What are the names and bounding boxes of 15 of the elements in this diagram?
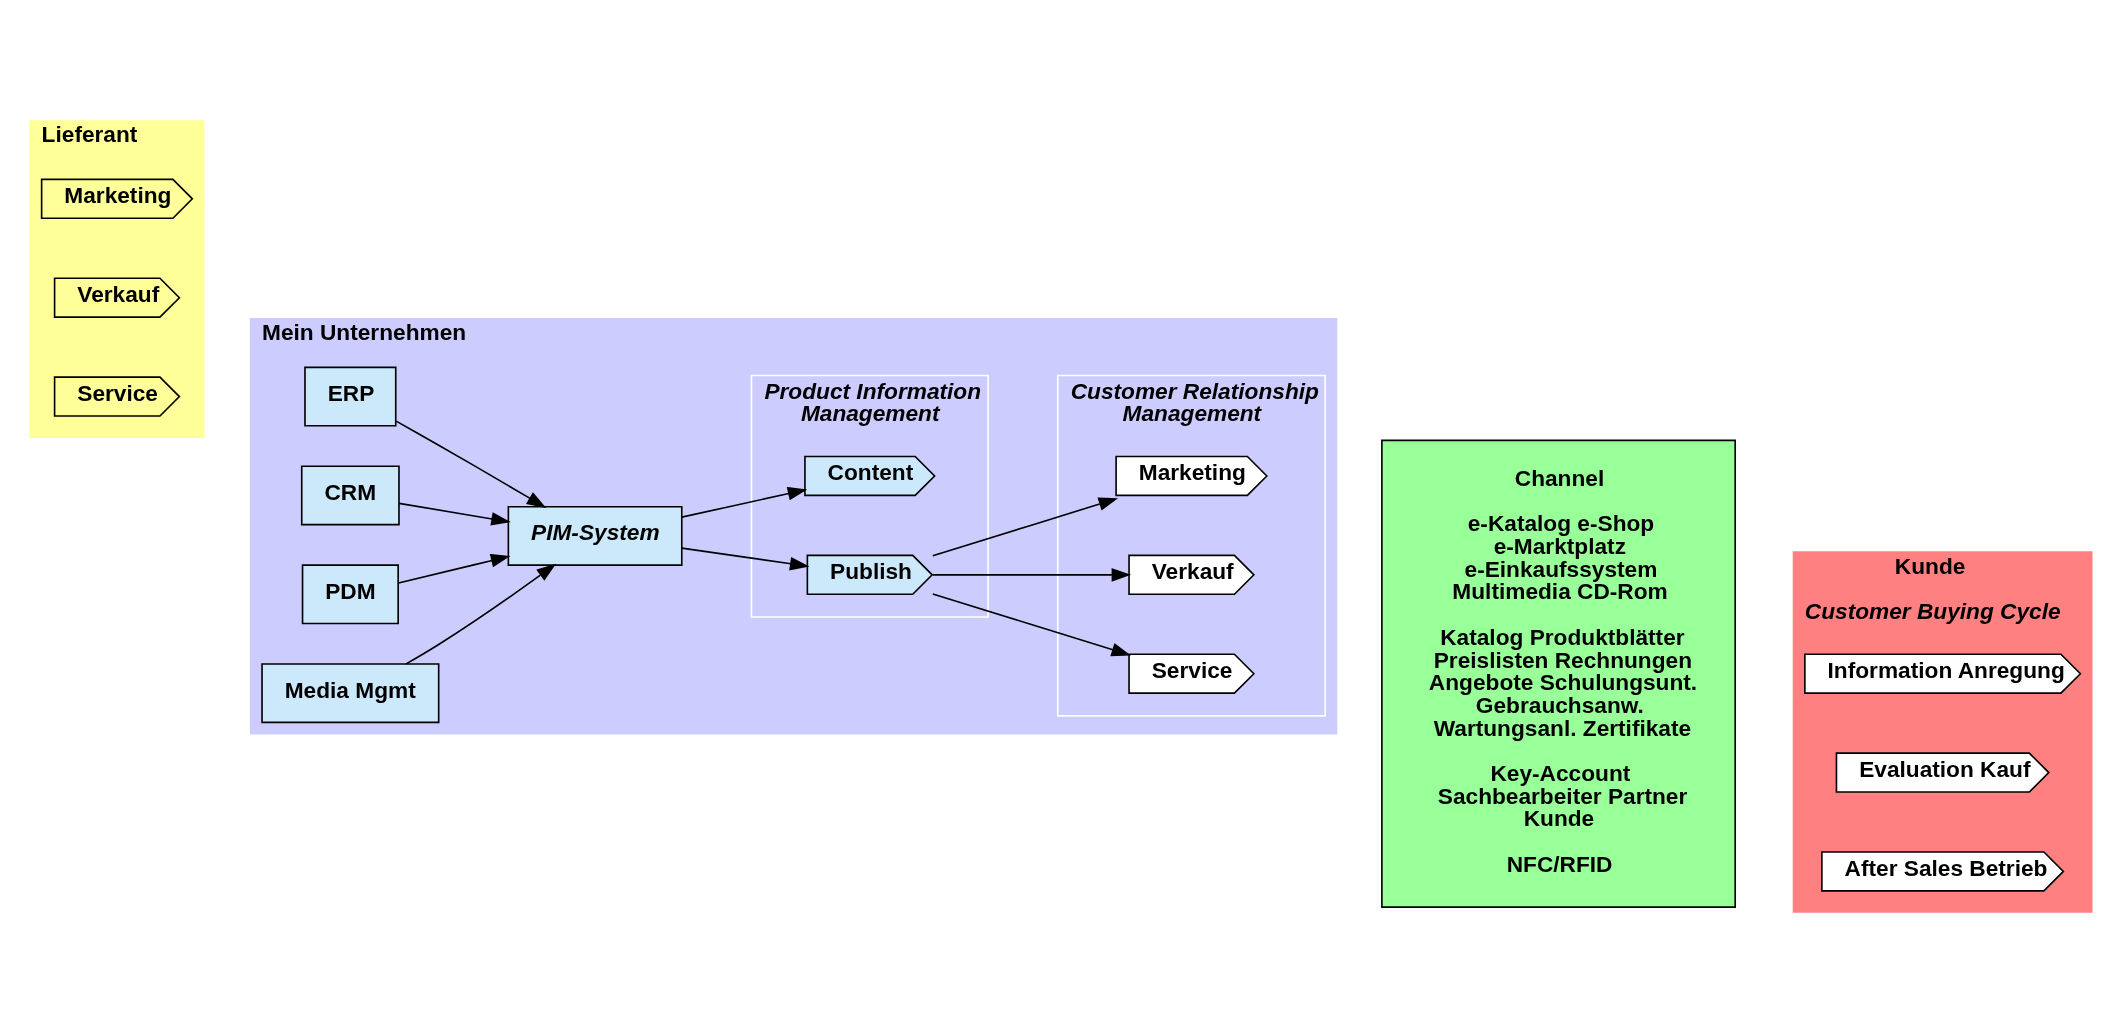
arrow bbox=[398, 502, 511, 526]
node-box: Channel e-Katalog e-Shop e-Marktplatz e-Einkaufssystem Multimedia CD-Rom Katalog Produktblätter Preislisten Rechnungen Angebote Schulungsunt. Gebrauchsanw. Wartungsanl. Zertifikate Key-Account Sachbearbeiter Partner Kunde NFC/RFID bbox=[1381, 439, 1736, 908]
arrow bbox=[932, 497, 1119, 557]
arrow bbox=[397, 553, 511, 584]
arrow bbox=[932, 567, 1132, 582]
arrow bbox=[681, 546, 810, 570]
arrow bbox=[395, 419, 547, 508]
arrow bbox=[405, 563, 557, 665]
node-box: PDM bbox=[301, 563, 399, 624]
arrow bbox=[681, 486, 808, 518]
node-box: CRM bbox=[300, 464, 400, 525]
node-box: Media Mgmt bbox=[261, 662, 440, 723]
arrow bbox=[932, 592, 1131, 656]
node-box: ERP bbox=[304, 366, 397, 427]
node-box: PIM-System bbox=[507, 505, 683, 566]
